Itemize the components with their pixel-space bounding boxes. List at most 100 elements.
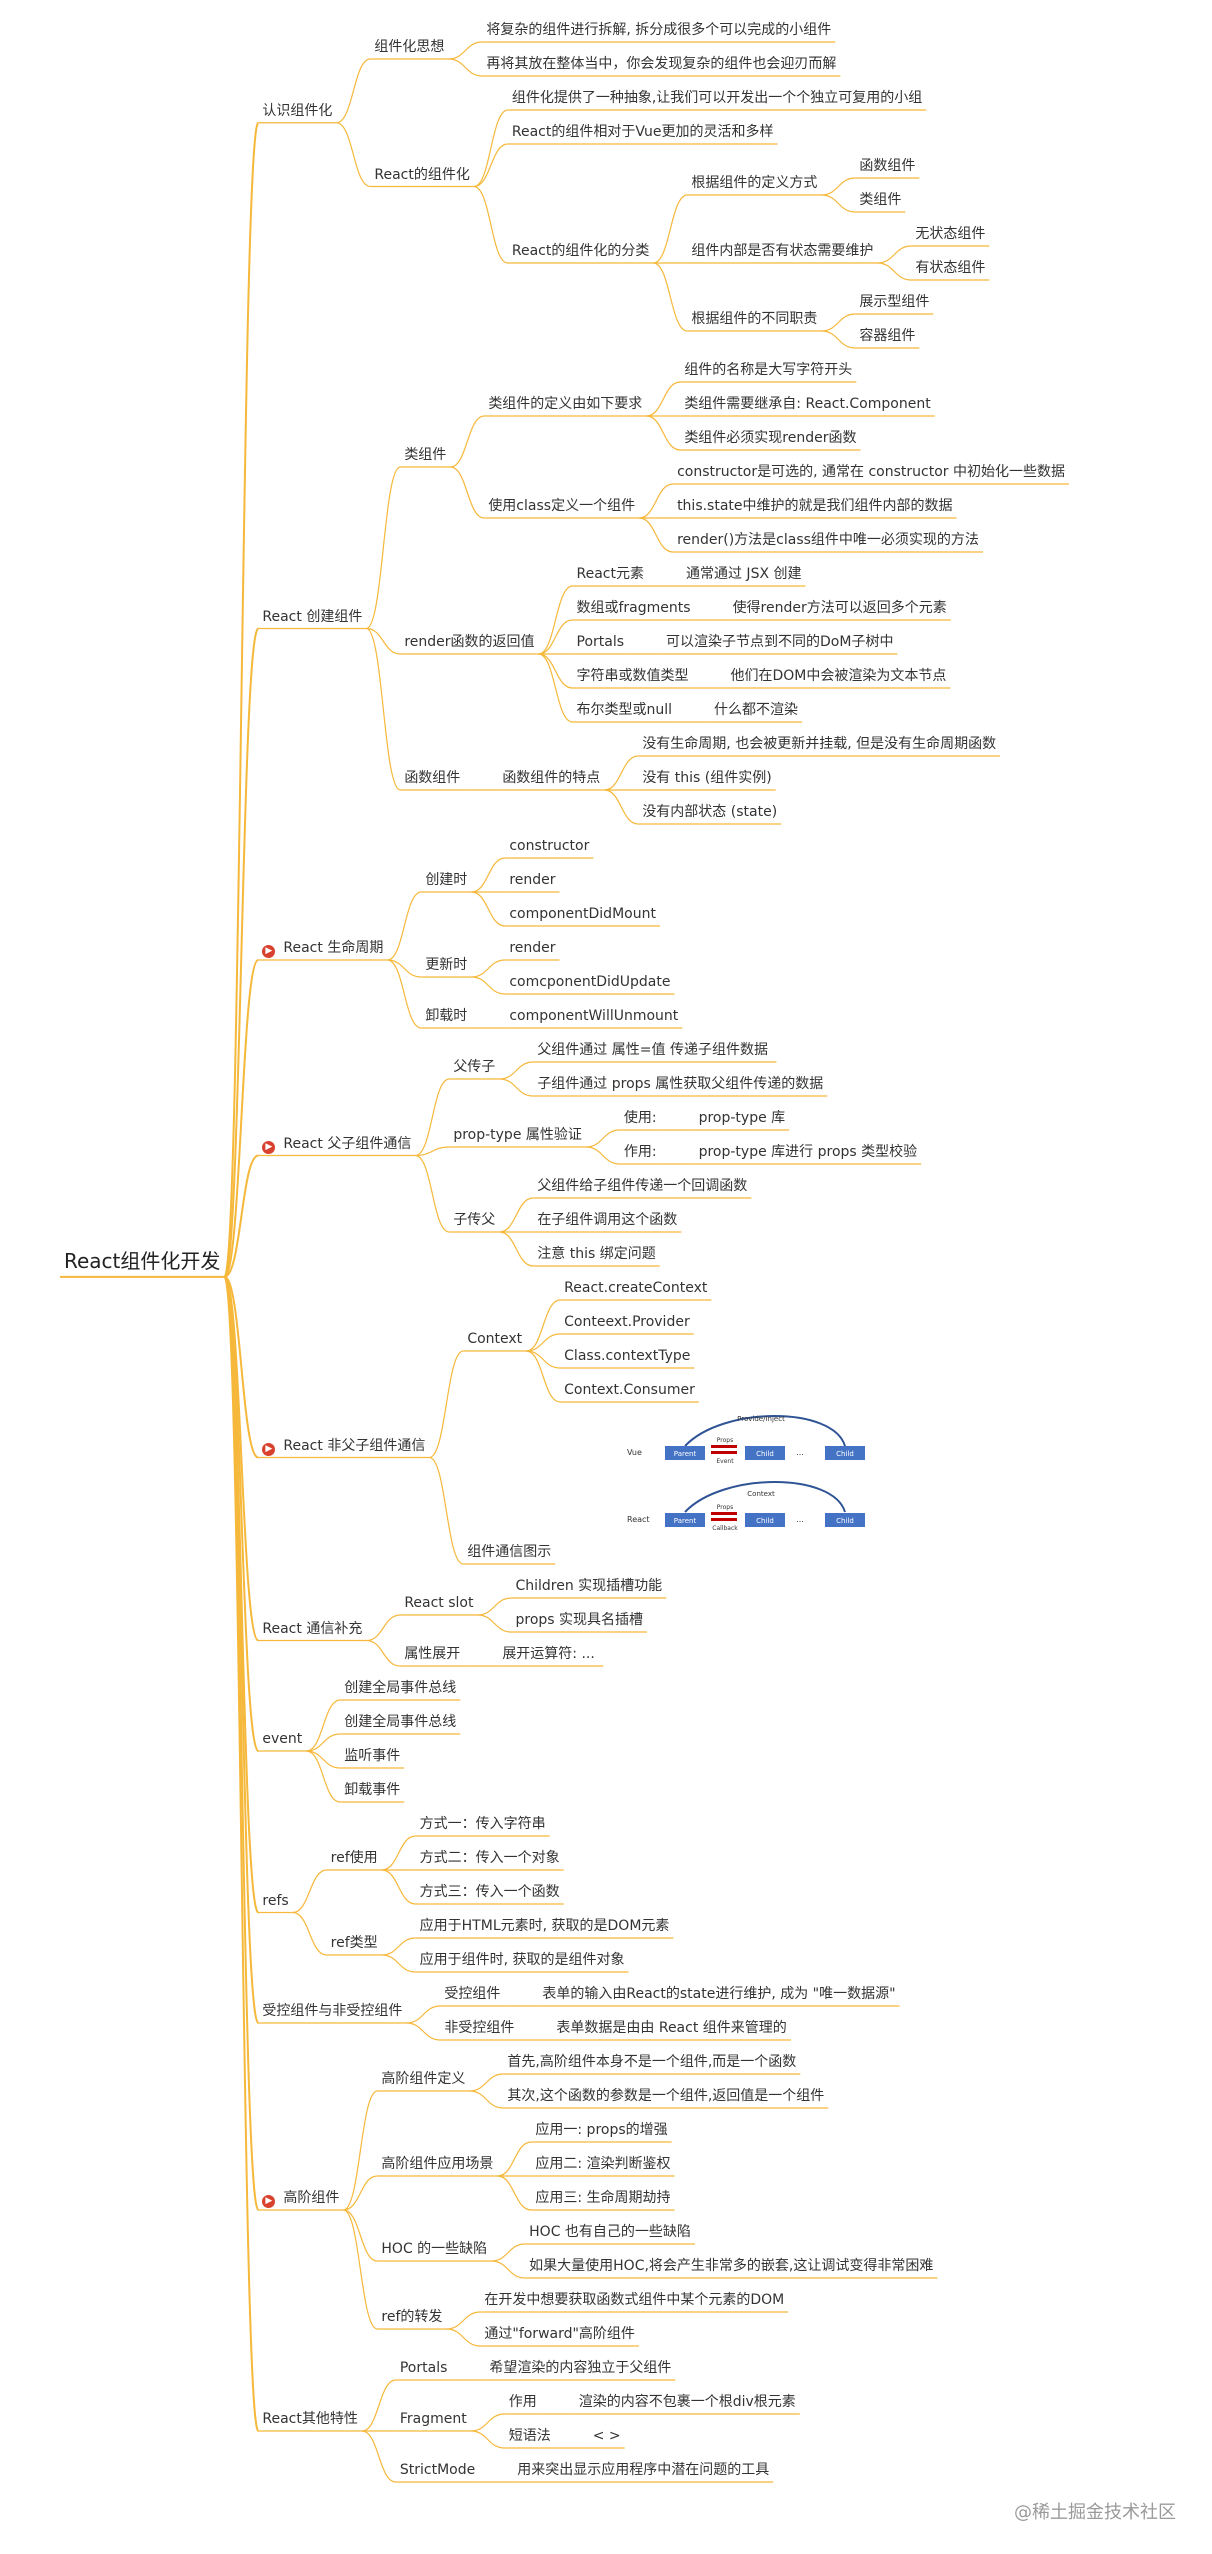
topic-node-depth-3[interactable]: 表单数据是由由 React 组件来管理的 [552, 2018, 790, 2038]
topic-node-depth-4[interactable]: 没有生命周期, 也会被更新并挂载, 但是没有生命周期函数 [638, 734, 1000, 754]
topic-node-depth-4[interactable]: 组件内部是否有状态需要维护 [687, 241, 877, 261]
topic-node-depth-3[interactable]: render [505, 938, 559, 958]
topic-node-depth-3[interactable]: 函数组件的特点 [498, 768, 604, 788]
topic-node-depth-2[interactable]: 属性展开 [400, 1644, 464, 1664]
topic-node-depth-3[interactable]: 组件化提供了一种抽象,让我们可以开发出一个个独立可复用的小组 [508, 88, 926, 108]
topic-node-depth-3[interactable]: Portals [573, 632, 629, 652]
topic-node-depth-2[interactable]: 组件化思想 [370, 37, 448, 57]
topic-node-depth-2[interactable]: 卸载事件 [340, 1780, 404, 1800]
topic-node-depth-2[interactable]: Portals [396, 2358, 452, 2378]
topic-node-depth-3[interactable]: 字符串或数值类型 [573, 666, 693, 686]
topic-node-depth-4[interactable]: render()方法是class组件中唯一必须实现的方法 [673, 530, 983, 550]
topic-node-depth-2[interactable]: 组件通信图示 [463, 1542, 555, 1562]
topic-node-depth-3[interactable]: 将复杂的组件进行拆解, 拆分成很多个可以完成的小组件 [482, 20, 835, 40]
topic-node-depth-4[interactable]: prop-type 库进行 props 类型校验 [695, 1142, 922, 1162]
topic-node-depth-2[interactable]: render函数的返回值 [400, 632, 538, 652]
topic-node-depth-4[interactable]: 根据组件的不同职责 [687, 309, 821, 329]
topic-node-depth-3[interactable]: 父组件通过 属性=值 传递子组件数据 [533, 1040, 772, 1060]
topic-node-depth-3[interactable]: 希望渲染的内容独立于父组件 [485, 2358, 675, 2378]
topic-node-depth-1[interactable]: React其他特性 [258, 2409, 361, 2429]
topic-node-depth-4[interactable]: 通常通过 JSX 创建 [682, 564, 806, 584]
topic-node-depth-3[interactable]: 父组件给子组件传递一个回调函数 [533, 1176, 751, 1196]
topic-node-depth-3[interactable]: 在开发中想要获取函数式组件中某个元素的DOM [480, 2290, 788, 2310]
topic-node-depth-3[interactable]: 应用三: 生命周期劫持 [531, 2188, 674, 2208]
topic-node-depth-4[interactable]: prop-type 库 [695, 1108, 790, 1128]
topic-node-depth-5[interactable]: 容器组件 [855, 326, 919, 346]
topic-node-depth-4[interactable]: 他们在DOM中会被渲染为文本节点 [727, 666, 951, 686]
topic-node-depth-2[interactable]: 父传子 [449, 1057, 499, 1077]
topic-node-depth-3[interactable]: 使用class定义一个组件 [484, 496, 639, 516]
topic-node-depth-4[interactable]: 类组件必须实现render函数 [680, 428, 860, 448]
topic-node-depth-3[interactable]: Context.Consumer [560, 1380, 699, 1400]
topic-node-depth-3[interactable]: React的组件化的分类 [508, 241, 653, 261]
topic-node-depth-3[interactable]: componentDidMount [505, 904, 660, 924]
topic-node-depth-3[interactable]: 作用: [620, 1142, 661, 1162]
topic-node-depth-3[interactable]: 通过"forward"高阶组件 [480, 2324, 639, 2344]
topic-node-depth-4[interactable]: 可以渲染子节点到不同的DoM子树中 [662, 632, 897, 652]
topic-node-depth-4[interactable]: 什么都不渲染 [710, 700, 802, 720]
topic-node-depth-3[interactable]: Class.contextType [560, 1346, 694, 1366]
topic-node-depth-1[interactable]: ▶React 父子组件通信 [258, 1134, 415, 1154]
topic-node-depth-1[interactable]: React 创建组件 [258, 607, 366, 627]
topic-node-depth-2[interactable]: React的组件化 [370, 165, 473, 185]
topic-node-depth-5[interactable]: 类组件 [855, 190, 905, 210]
topic-node-depth-3[interactable]: render [505, 870, 559, 890]
topic-node-depth-4[interactable]: 没有 this (组件实例) [638, 768, 775, 788]
topic-node-depth-1[interactable]: 认识组件化 [258, 101, 336, 121]
topic-node-depth-3[interactable]: React元素 [573, 564, 648, 584]
topic-node-depth-3[interactable]: componentWillUnmount [505, 1006, 682, 1026]
topic-node-depth-2[interactable]: ref类型 [327, 1933, 382, 1953]
topic-node-depth-1[interactable]: ▶React 生命周期 [258, 938, 387, 958]
topic-node-depth-3[interactable]: 注意 this 绑定问题 [533, 1244, 659, 1264]
topic-node-depth-2[interactable]: 非受控组件 [440, 2018, 518, 2038]
topic-node-depth-2[interactable]: ref的转发 [377, 2307, 446, 2327]
topic-node-depth-2[interactable]: 创建全局事件总线 [340, 1712, 460, 1732]
topic-node-depth-2[interactable]: 监听事件 [340, 1746, 404, 1766]
topic-node-depth-2[interactable]: 函数组件 [400, 768, 464, 788]
topic-node-depth-3[interactable]: 数组或fragments [573, 598, 695, 618]
topic-node-depth-2[interactable]: StrictMode [396, 2460, 479, 2480]
topic-node-depth-3[interactable]: 方式二：传入一个对象 [416, 1848, 564, 1868]
topic-node-depth-5[interactable]: 无状态组件 [911, 224, 989, 244]
topic-node-depth-1[interactable]: React 通信补充 [258, 1619, 366, 1639]
topic-node-depth-3[interactable]: HOC 也有自己的一些缺陷 [525, 2222, 695, 2242]
topic-node-depth-3[interactable]: Children 实现插槽功能 [511, 1576, 666, 1596]
topic-node-depth-2[interactable]: 高阶组件定义 [377, 2069, 469, 2089]
topic-node-depth-1[interactable]: refs [258, 1891, 292, 1911]
topic-node-depth-3[interactable]: 应用一: props的增强 [531, 2120, 671, 2140]
topic-node-depth-2[interactable]: 卸载时 [421, 1006, 471, 1026]
topic-node-depth-1[interactable]: 受控组件与非受控组件 [258, 2001, 406, 2021]
root-topic[interactable]: React组件化开发 [60, 1247, 224, 1275]
topic-node-depth-3[interactable]: 短语法 [505, 2426, 555, 2446]
topic-node-depth-2[interactable]: 子传父 [449, 1210, 499, 1230]
topic-node-depth-3[interactable]: 在子组件调用这个函数 [533, 1210, 681, 1230]
topic-node-depth-3[interactable]: 首先,高阶组件本身不是一个组件,而是一个函数 [503, 2052, 800, 2072]
topic-node-depth-3[interactable]: React.createContext [560, 1278, 711, 1298]
topic-node-depth-4[interactable]: constructor是可选的, 通常在 constructor 中初始化一些数… [673, 462, 1069, 482]
topic-node-depth-4[interactable]: this.state中维护的就是我们组件内部的数据 [673, 496, 956, 516]
topic-node-depth-2[interactable]: Context [463, 1329, 526, 1349]
topic-node-depth-3[interactable]: 布尔类型或null [573, 700, 677, 720]
topic-node-depth-5[interactable]: 展示型组件 [855, 292, 933, 312]
topic-node-depth-2[interactable]: 高阶组件应用场景 [377, 2154, 497, 2174]
topic-node-depth-1[interactable]: ▶React 非父子组件通信 [258, 1436, 429, 1456]
topic-node-depth-3[interactable]: 用来突出显示应用程序中潜在问题的工具 [513, 2460, 773, 2480]
topic-node-depth-3[interactable]: 方式一：传入字符串 [416, 1814, 550, 1834]
topic-node-depth-2[interactable]: 类组件 [400, 445, 450, 465]
topic-node-depth-3[interactable]: 其次,这个函数的参数是一个组件,返回值是一个组件 [503, 2086, 828, 2106]
topic-node-depth-2[interactable]: 受控组件 [440, 1984, 504, 2004]
topic-node-depth-2[interactable]: 创建全局事件总线 [340, 1678, 460, 1698]
topic-node-depth-3[interactable]: Conteext.Provider [560, 1312, 694, 1332]
topic-node-depth-1[interactable]: ▶高阶组件 [258, 2188, 343, 2208]
topic-node-depth-4[interactable]: 渲染的内容不包裹一个根div根元素 [575, 2392, 800, 2412]
topic-node-depth-3[interactable]: 展开运算符: ... [498, 1644, 599, 1664]
topic-node-depth-3[interactable]: 子组件通过 props 属性获取父组件传递的数据 [533, 1074, 827, 1094]
topic-node-depth-4[interactable]: < > [589, 2426, 625, 2446]
topic-node-depth-4[interactable]: 根据组件的定义方式 [687, 173, 821, 193]
topic-node-depth-3[interactable]: 方式三：传入一个函数 [416, 1882, 564, 1902]
topic-node-depth-4[interactable]: 使得render方法可以返回多个元素 [729, 598, 951, 618]
topic-node-depth-3[interactable]: 如果大量使用HOC,将会产生非常多的嵌套,这让调试变得非常困难 [525, 2256, 937, 2276]
topic-node-depth-2[interactable]: React slot [400, 1593, 477, 1613]
topic-node-depth-3[interactable]: 作用 [505, 2392, 541, 2412]
topic-node-depth-5[interactable]: 函数组件 [855, 156, 919, 176]
